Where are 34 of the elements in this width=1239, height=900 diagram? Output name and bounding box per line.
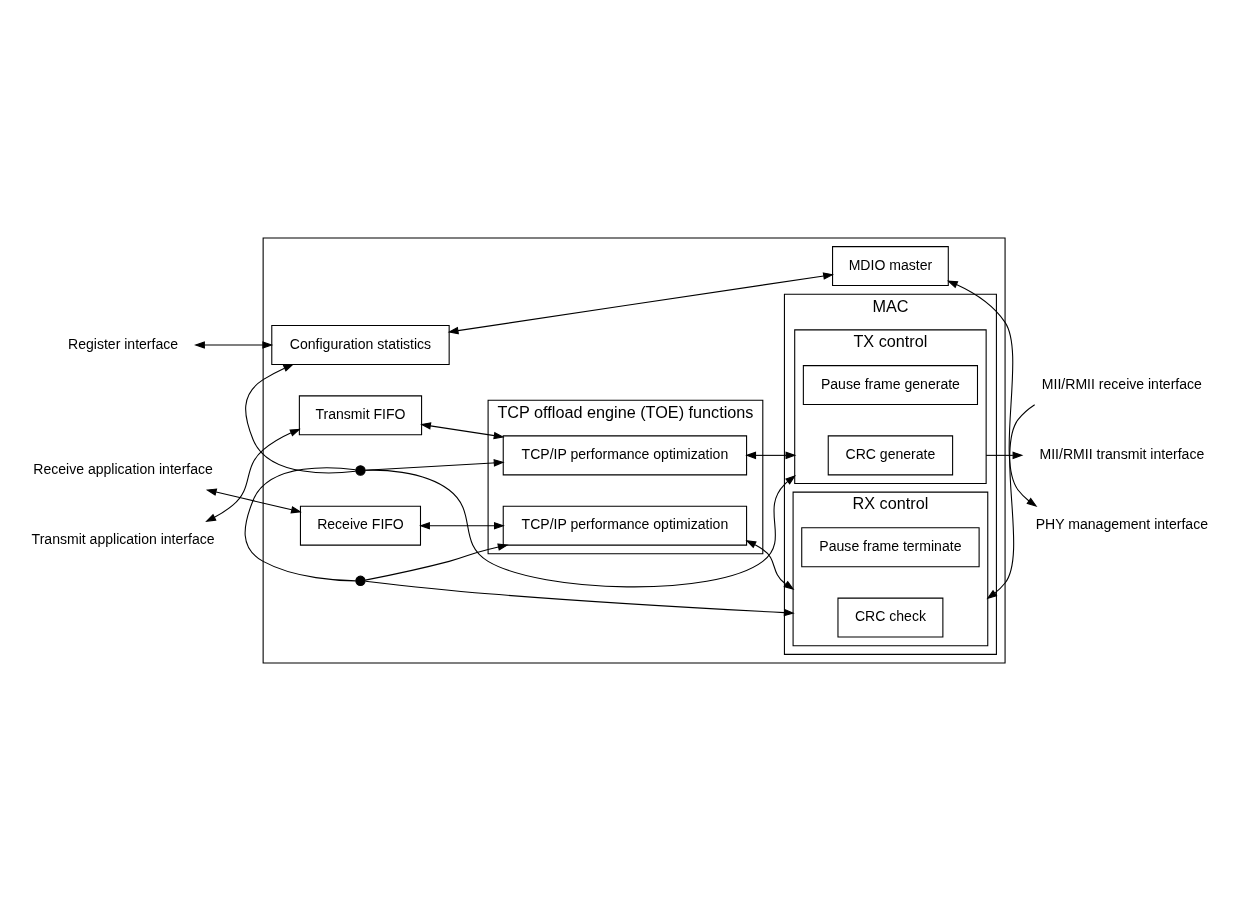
- node-box: TCP/IP performance optimization: [502, 434, 748, 475]
- node-box: Pause frame generate: [802, 364, 979, 405]
- arrow: [205, 487, 302, 513]
- arrow: [946, 280, 1038, 507]
- arrow: [986, 403, 1036, 599]
- node-box: Receive FIFO: [299, 505, 422, 546]
- node-box: Transmit FIFO: [298, 394, 423, 435]
- arrow: [364, 580, 795, 616]
- node-text: Register interface: [68, 335, 179, 352]
- arrow: [364, 542, 509, 581]
- node-box: MDIO master: [832, 245, 949, 286]
- node-box: Pause frame terminate: [801, 526, 980, 567]
- node-dot: [355, 575, 366, 586]
- node-text: MII/RMII receive interface: [1041, 375, 1202, 392]
- node-box: Configuration statistics: [271, 324, 450, 365]
- arrow: [745, 451, 797, 459]
- node-box: CRC generate: [827, 434, 954, 475]
- node-box: CRC check: [837, 597, 944, 638]
- node-text: MII/RMII transmit interface: [1039, 445, 1205, 462]
- arrow: [447, 271, 834, 334]
- node-text: PHY management interface: [1035, 515, 1209, 532]
- arrow: [745, 539, 795, 590]
- arrow: [985, 451, 1024, 459]
- arrow: [420, 421, 505, 439]
- arrow: [419, 521, 505, 529]
- node-dot: [355, 464, 366, 476]
- arrow: [205, 428, 301, 522]
- node-text: Receive application interface: [33, 460, 213, 477]
- arrow: [245, 363, 357, 473]
- arrow: [194, 340, 274, 349]
- node-text: Transmit application interface: [31, 530, 215, 547]
- connector: [244, 466, 357, 581]
- arrow: [364, 469, 796, 587]
- node-box: TCP/IP performance optimization: [502, 505, 748, 546]
